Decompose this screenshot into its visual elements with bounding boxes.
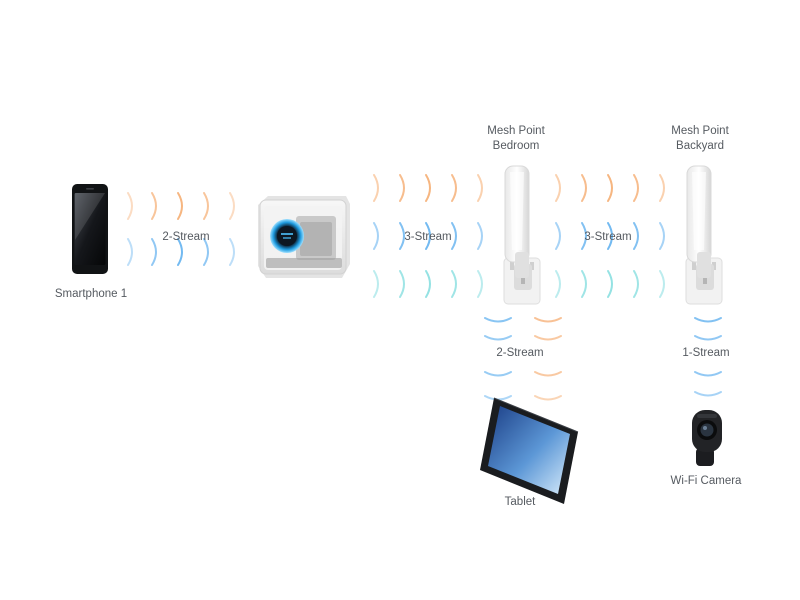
link-label-backyard-camera: 1-Stream [682, 347, 730, 359]
smartphone-label: Smartphone 1 [54, 288, 128, 300]
wave-arc [477, 270, 483, 298]
wave-arc [229, 192, 235, 220]
wave-arc [484, 395, 512, 401]
wave-arc [484, 371, 512, 377]
wave-arc [451, 222, 457, 250]
camera-icon[interactable] [692, 410, 722, 466]
wave-link-phone-router [127, 192, 235, 266]
wave-arc [534, 317, 562, 323]
wave-arc [607, 222, 613, 250]
mesh-backyard-label-line2: Backyard [676, 140, 724, 152]
wave-arc [633, 174, 639, 202]
wave-arc [659, 270, 665, 298]
wave-arc [484, 335, 512, 341]
wave-arc [127, 238, 133, 266]
wave-arc [203, 192, 209, 220]
link-label-bedroom-backyard: 3-Stream [584, 231, 632, 243]
wave-arc [477, 174, 483, 202]
wave-arc [151, 192, 157, 220]
wave-arc [633, 222, 639, 250]
camera-label: Wi-Fi Camera [670, 475, 742, 487]
wave-arc [694, 317, 722, 323]
wave-arc [373, 222, 379, 250]
wave-arc [581, 270, 587, 298]
mesh-bedroom-label-line1: Mesh Point [487, 125, 545, 137]
wave-arc [555, 174, 561, 202]
wave-arc [127, 192, 133, 220]
wave-arc [581, 174, 587, 202]
wave-arc [399, 270, 405, 298]
tablet-label: Tablet [504, 496, 536, 508]
wave-arc [659, 174, 665, 202]
mesh-backyard-label-line1: Mesh Point [671, 125, 729, 137]
mesh-point-bedroom-icon[interactable] [503, 165, 541, 305]
wave-arc [607, 270, 613, 298]
tablet-icon[interactable] [480, 397, 579, 504]
wave-arc [425, 222, 431, 250]
wave-arc [425, 174, 431, 202]
link-label-router-bedroom: 3-Stream [404, 231, 452, 243]
smartphone-icon[interactable] [72, 184, 108, 274]
wave-arc [607, 174, 613, 202]
wave-arc [694, 335, 722, 341]
wave-arc [534, 371, 562, 377]
wave-arc [534, 335, 562, 341]
wave-arc [555, 270, 561, 298]
wave-arc [177, 192, 183, 220]
wave-arc [151, 238, 157, 266]
wave-arc [659, 222, 665, 250]
wave-arc [555, 222, 561, 250]
wave-arc [425, 270, 431, 298]
wave-link-router-bedroom [373, 174, 483, 298]
wave-link-bedroom-backyard [555, 174, 665, 298]
wave-arc [229, 238, 235, 266]
wave-arc [633, 270, 639, 298]
wave-arc [477, 222, 483, 250]
wave-arc [177, 238, 183, 266]
wave-link-backyard-camera [694, 317, 722, 397]
wave-arc [484, 317, 512, 323]
router-icon[interactable] [258, 196, 350, 278]
wave-arc [581, 222, 587, 250]
wave-arc [203, 238, 209, 266]
wave-arc [373, 174, 379, 202]
wave-arc [451, 270, 457, 298]
wave-arc [399, 174, 405, 202]
wave-arc [373, 270, 379, 298]
mesh-bedroom-label-line2: Bedroom [492, 140, 540, 152]
wave-arc [694, 371, 722, 377]
wave-arc [694, 391, 722, 397]
wave-arc [451, 174, 457, 202]
wave-arc [534, 395, 562, 401]
link-label-bedroom-tablet: 2-Stream [496, 347, 544, 359]
wave-arc [399, 222, 405, 250]
link-label-phone-router: 2-Stream [162, 231, 210, 243]
mesh-point-backyard-icon[interactable] [685, 165, 723, 305]
